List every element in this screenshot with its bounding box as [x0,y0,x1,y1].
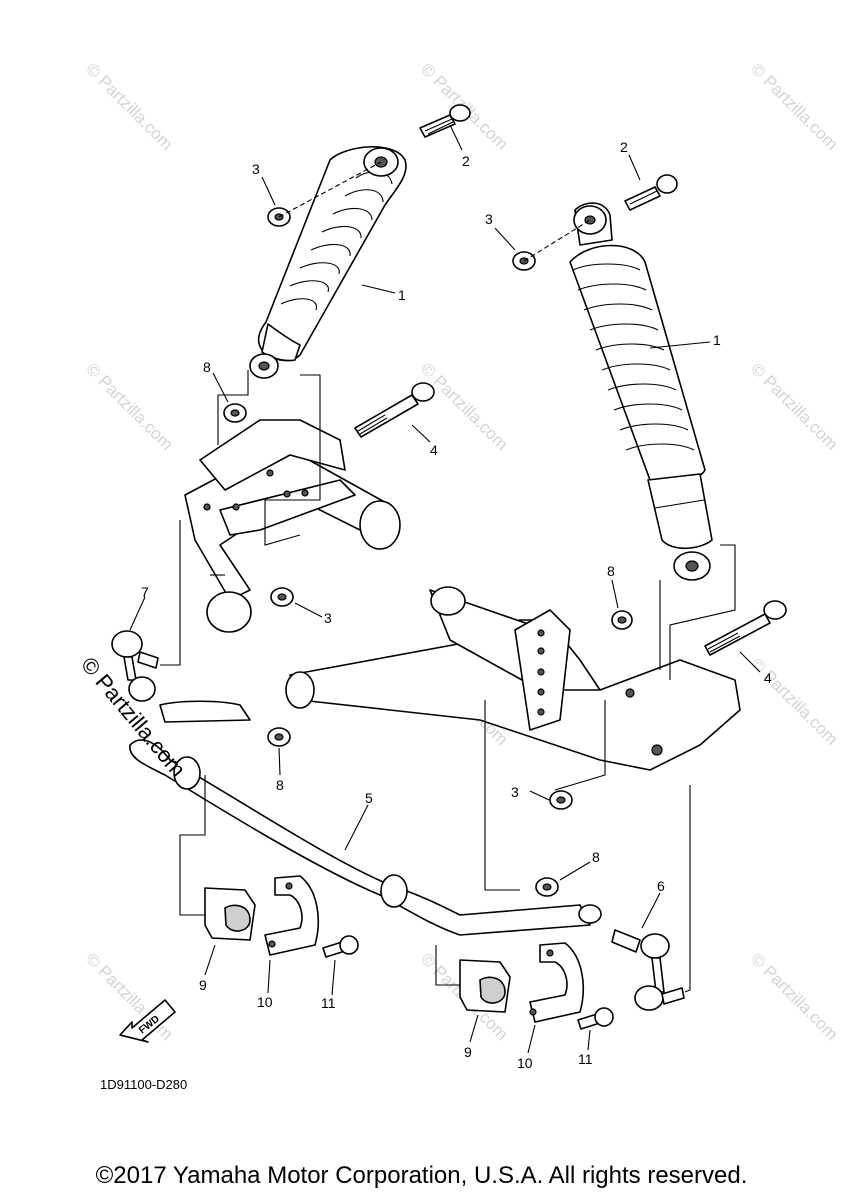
bracket-left [264,875,320,956]
callout-nut-low: 3 [511,784,519,800]
callout-bracket-left: 10 [257,994,273,1010]
callout-nut8-a: 8 [203,359,211,375]
callout-nut-top-left: 3 [252,161,260,177]
callout-bushing-right: 9 [464,1044,472,1060]
nut-8-d [535,877,559,897]
callout-bolt-left: 2 [462,153,470,169]
callout-nut8-b: 8 [607,563,615,579]
callout-bolt-long-left: 4 [430,442,438,458]
watermark: © Partzilla.com [417,359,511,453]
callout-bracket-right: 10 [517,1055,533,1071]
callout-nut8-c: 8 [276,777,284,793]
callout-link-left: 7 [141,584,149,600]
callout-labels: 1 1 2 2 3 3 3 3 4 4 5 6 7 8 8 8 8 9 9 10… [141,139,772,1071]
nut-3-low [549,790,573,810]
bolt-11-left [322,935,359,958]
watermark-grid: © Partzilla.com © Partzilla.com © Partzi… [82,59,841,1043]
callout-nut-mid: 3 [324,610,332,626]
bolt-2-right [624,174,678,211]
callout-stabilizer: 5 [365,790,373,806]
link-assembly-left [111,630,159,702]
diagram-code: 1D91100-D280 [100,1077,187,1092]
callout-shock-left: 1 [398,287,406,303]
callout-bolt11-left: 11 [321,995,336,1011]
callout-bushing-left: 9 [199,977,207,993]
watermark: © Partzilla.com [747,359,841,453]
watermark: © Partzilla.com [747,654,841,748]
upper-a-arm [184,419,401,633]
callout-bolt-right: 2 [620,139,628,155]
nut-8-b [611,610,633,630]
watermark: © Partzilla.com [747,59,841,153]
bushing-left [204,887,256,941]
stabilizer-bar [129,700,602,936]
bolt-4-left [354,382,435,438]
bushing-right [459,959,511,1013]
assembly-lines [160,161,736,993]
nut-8-a [223,403,247,423]
link-assembly-right [611,929,685,1011]
callout-bolt-long-right: 4 [764,670,772,686]
shock-absorber-left [249,146,407,379]
watermark: © Partzilla.com [82,59,176,153]
callout-bolt11-right: 11 [578,1051,593,1067]
copyright-notice: ©2017 Yamaha Motor Corporation, U.S.A. A… [95,1162,748,1189]
bracket-right [529,942,585,1023]
nut-8-c [267,727,291,747]
shock-absorber-right [569,202,713,581]
callout-nut-top-right: 3 [485,211,493,227]
callout-leaders [129,124,761,1054]
nut-3-mid [270,587,294,607]
lower-a-arm [285,586,741,771]
watermark: © Partzilla.com [747,949,841,1043]
bolt-2-left [419,104,471,138]
callout-link-right: 6 [657,878,665,894]
callout-shock-right: 1 [713,332,721,348]
callout-nut8-d: 8 [592,849,600,865]
watermark: © Partzilla.com [82,359,176,453]
bolt-11-right [577,1007,614,1030]
bolt-4-right [704,600,787,656]
